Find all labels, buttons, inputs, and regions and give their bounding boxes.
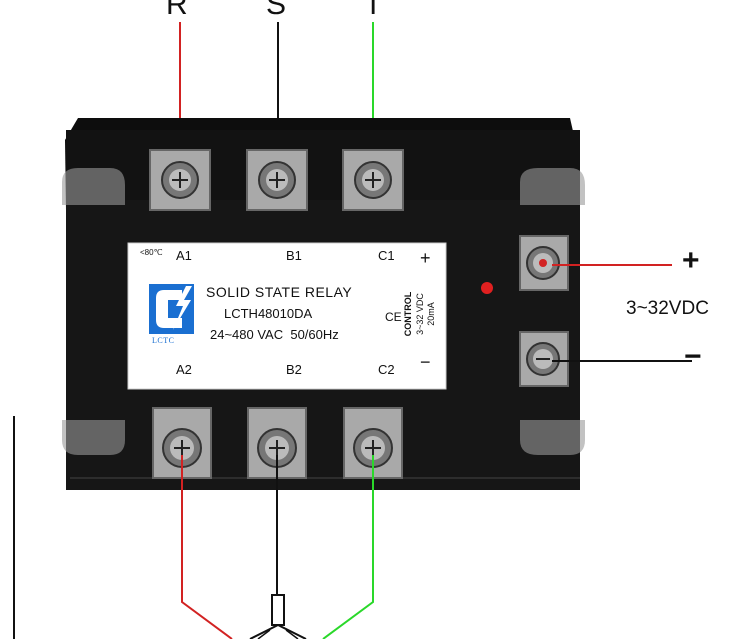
control-current-label: 20mA	[426, 302, 436, 326]
relay-rating: 24~480 VAC 50/60Hz	[210, 327, 339, 342]
ce-mark: CE	[385, 310, 402, 324]
dc-minus-sign: −	[684, 340, 702, 373]
dc-plus-sign: +	[682, 244, 700, 277]
phase-s-label: S	[266, 0, 287, 21]
control-voltage-label: 3~32 VDC	[415, 293, 425, 335]
terminal-b2-label: B2	[286, 362, 302, 377]
terminal-a1-screw	[149, 149, 211, 211]
control-label: CONTROL	[403, 291, 413, 337]
status-led	[481, 282, 493, 294]
wire-a2-load	[181, 455, 233, 639]
brand-label: LCTC	[152, 336, 175, 345]
terminal-c2-screw	[343, 407, 403, 479]
temp-rating-label: <80℃	[140, 248, 163, 257]
terminal-b1-label: B1	[286, 248, 302, 263]
terminal-c2-label: C2	[378, 362, 395, 377]
relay-title: SOLID STATE RELAY	[206, 284, 353, 300]
wire-c2-load	[322, 455, 374, 639]
phase-t-label: T	[364, 0, 383, 21]
lctc-logo	[149, 284, 194, 334]
terminal-c1-screw	[342, 149, 404, 211]
dc-voltage-label: 3~32VDC	[626, 298, 709, 319]
terminal-a1-label: A1	[176, 248, 192, 263]
relay-model: LCTH48010DA	[224, 306, 313, 321]
terminal-a2-screw	[152, 407, 212, 479]
control-minus-sign: −	[420, 352, 431, 372]
terminal-control-plus-screw	[519, 235, 569, 291]
load-resistor-symbol	[249, 594, 307, 639]
terminal-b1-screw	[246, 149, 308, 211]
phase-r-label: R	[166, 0, 188, 21]
terminal-control-minus-screw	[519, 331, 569, 387]
control-plus-sign: +	[420, 248, 431, 268]
terminal-a2-label: A2	[176, 362, 192, 377]
terminal-c1-label: C1	[378, 248, 395, 263]
